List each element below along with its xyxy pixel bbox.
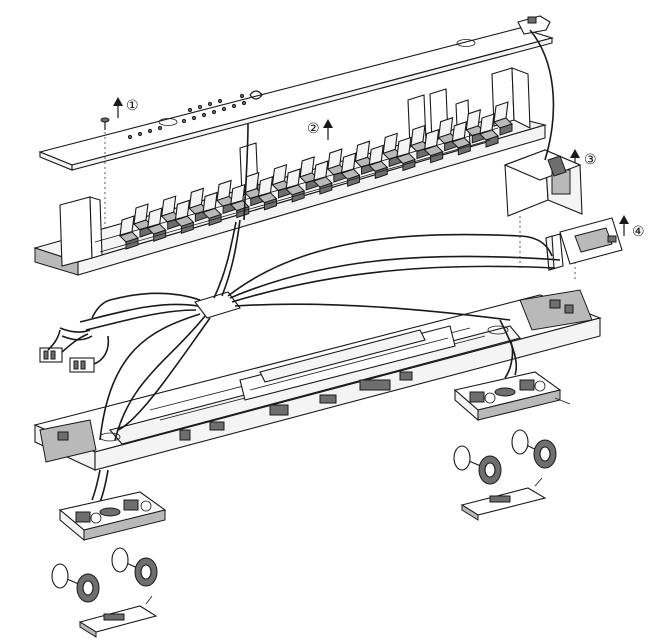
seat-base xyxy=(291,190,305,203)
bogie-left xyxy=(58,491,167,542)
seat-base xyxy=(499,123,513,136)
seat-base xyxy=(263,198,277,211)
connector-board xyxy=(545,233,564,271)
bogie-right xyxy=(453,371,571,422)
step-1-marker: ① xyxy=(113,97,139,118)
wire-connectors xyxy=(39,327,110,373)
wiring-harness xyxy=(79,29,561,503)
screw xyxy=(100,117,110,130)
bogie-cover-right xyxy=(460,477,547,521)
led-row xyxy=(127,93,247,140)
seat-base xyxy=(125,237,139,250)
step-2-label: ② xyxy=(307,121,320,137)
circuit-board xyxy=(559,217,623,280)
end-unit xyxy=(503,149,583,270)
step-4-marker: ④ xyxy=(619,215,645,240)
seat-base xyxy=(485,135,499,148)
seat-base xyxy=(319,182,333,195)
seat-base xyxy=(208,213,222,227)
seat-base xyxy=(153,229,167,242)
wheelset-left xyxy=(51,547,158,603)
step-4-label: ④ xyxy=(632,224,645,240)
wheelset-right xyxy=(453,429,557,485)
chassis-frame xyxy=(33,289,602,471)
interior-cover-plate xyxy=(38,15,554,250)
step-3-label: ③ xyxy=(584,152,597,168)
step-2-marker: ② xyxy=(307,119,333,140)
bogie-cover-left xyxy=(78,595,158,638)
seat-interior xyxy=(33,67,548,276)
step-1-label: ① xyxy=(126,98,139,114)
seat-base xyxy=(180,221,194,235)
